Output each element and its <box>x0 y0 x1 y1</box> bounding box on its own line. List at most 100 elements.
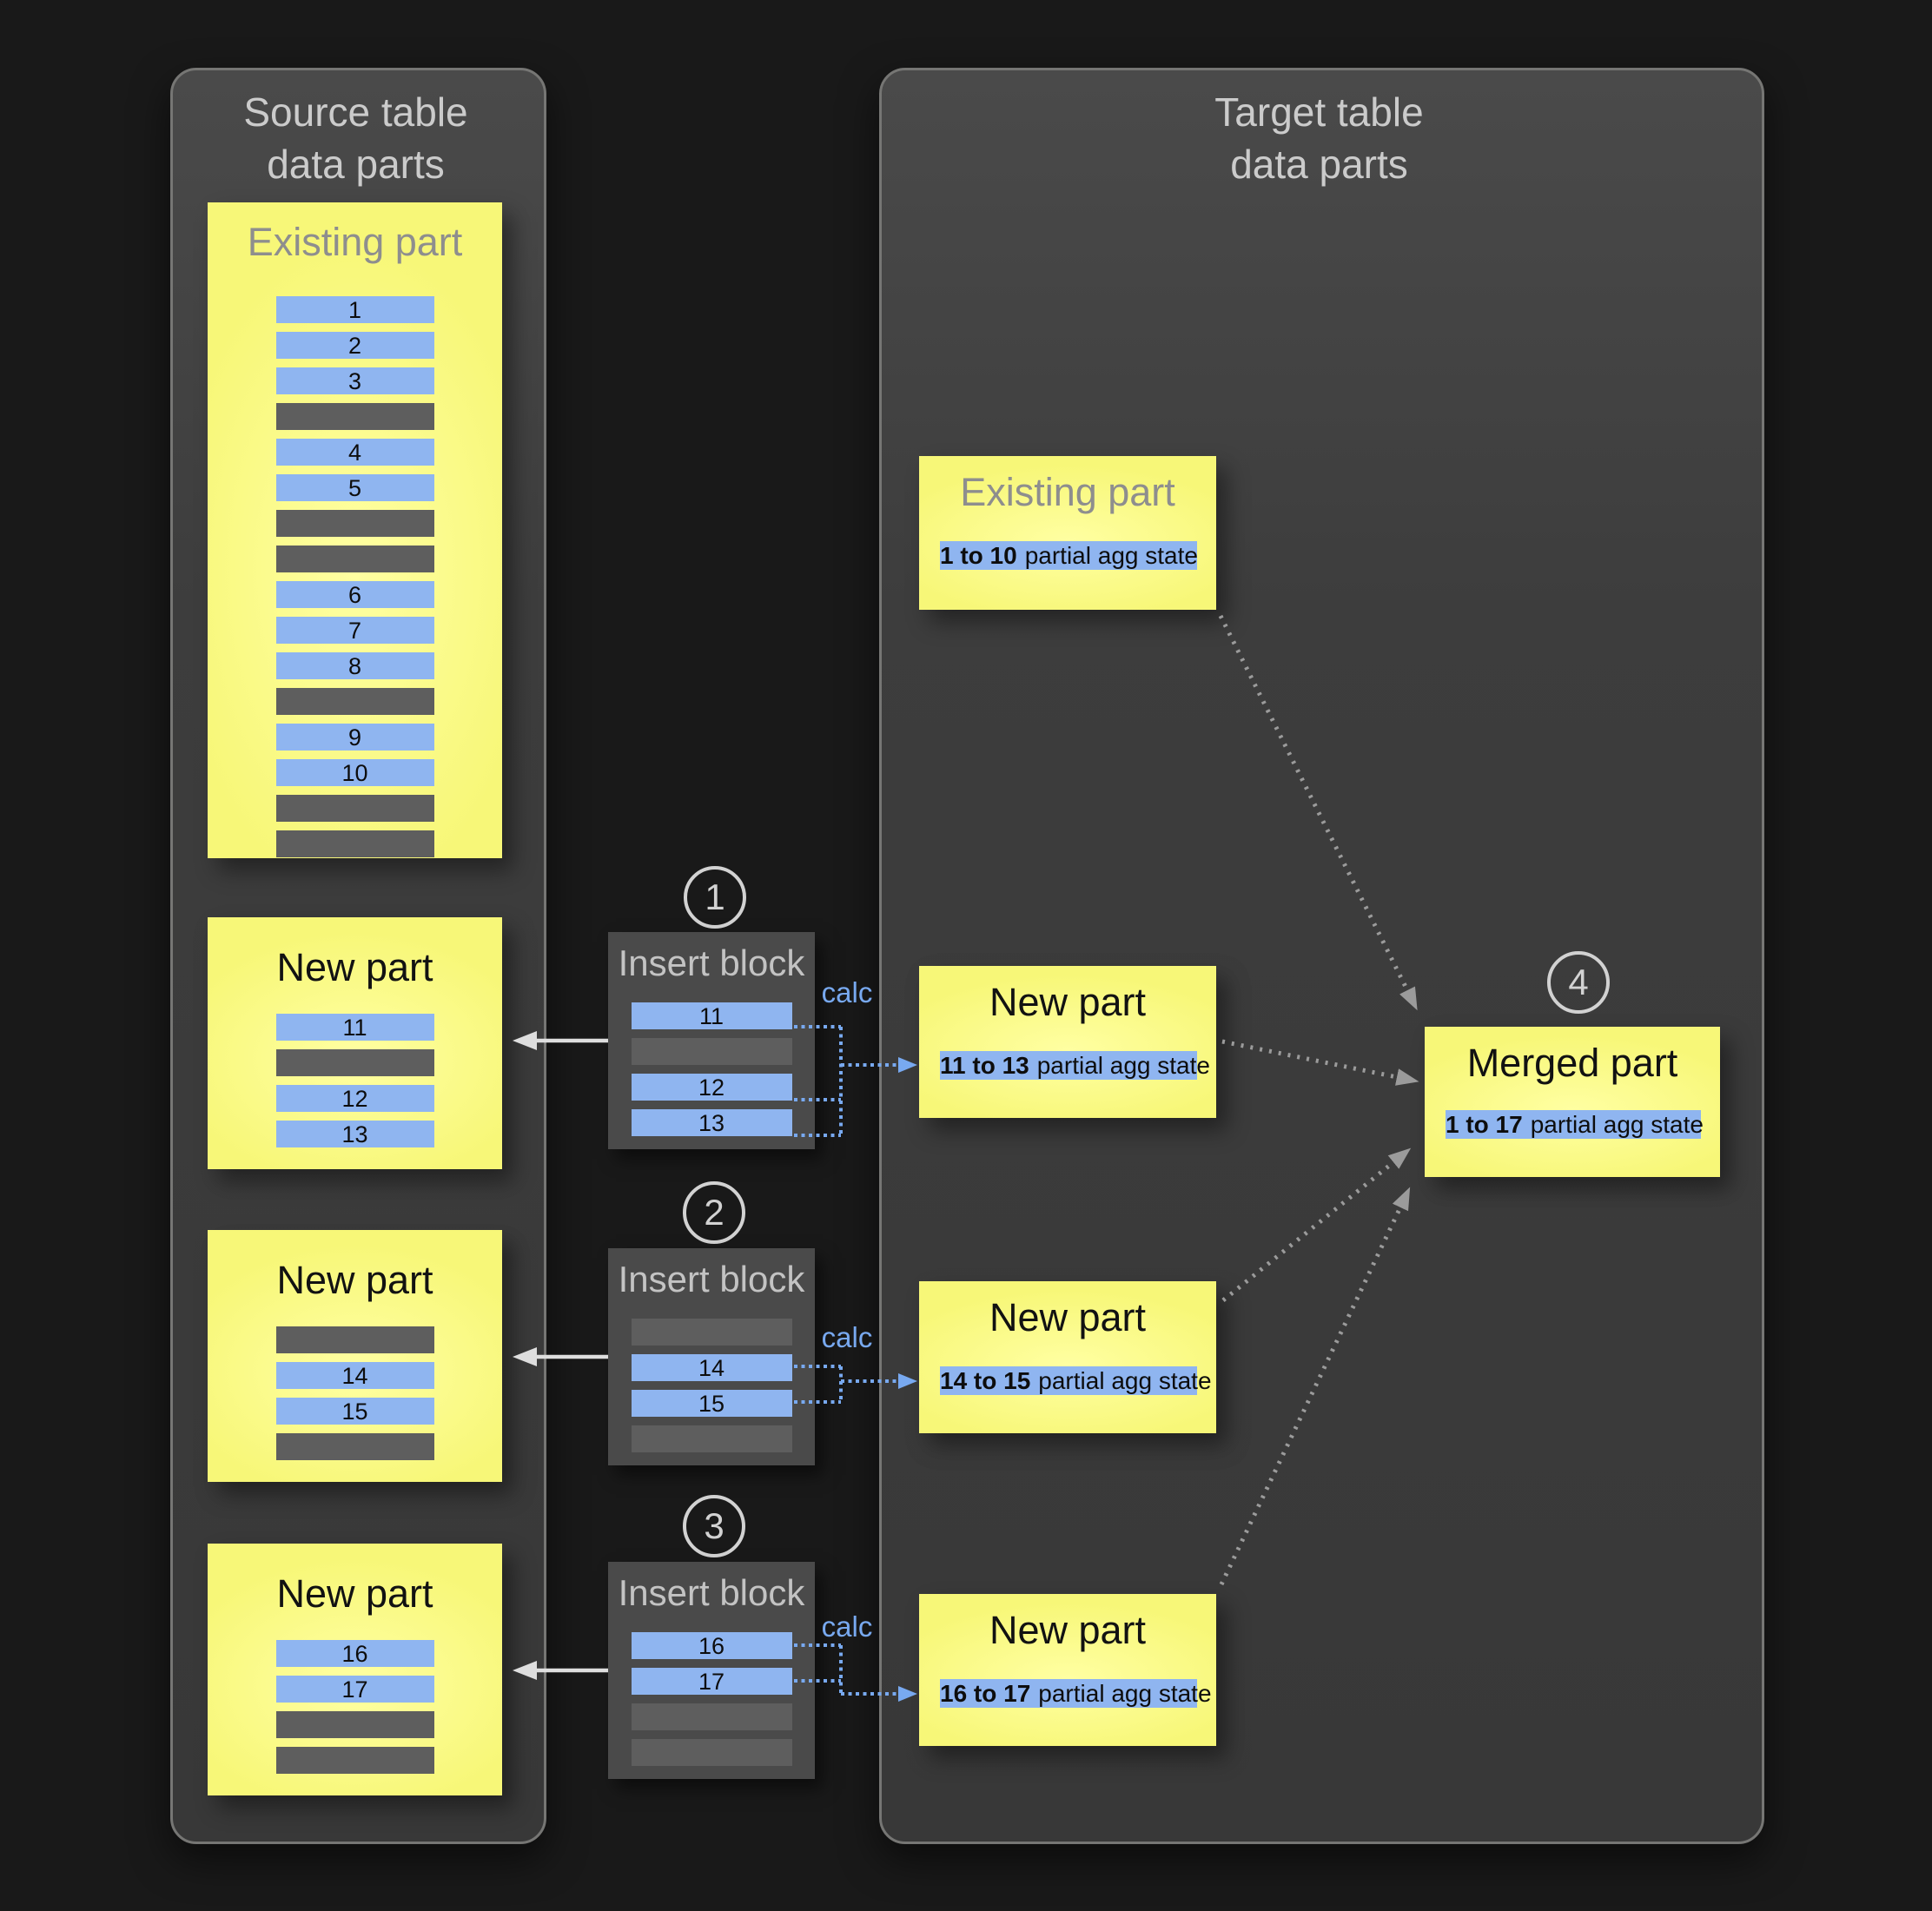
agg-label: partial agg state <box>1024 542 1198 569</box>
data-row: 8 <box>275 652 434 679</box>
source-existing-part-rows: 1 2 3 4 5 6 7 8 9 10 <box>208 296 502 857</box>
data-row: 14 <box>631 1354 792 1381</box>
data-row: 16 <box>631 1632 792 1659</box>
insert-block-2: Insert block 14 15 <box>608 1248 815 1465</box>
source-existing-part-title: Existing part <box>247 220 463 264</box>
target-panel-title: Target table data parts <box>879 87 1759 191</box>
data-row: 11 <box>631 1002 792 1029</box>
data-row: 2 <box>275 332 434 359</box>
insert-block-1-rows: 11 12 13 <box>608 1002 815 1136</box>
agg-state-row: 16 to 17 partial agg state <box>940 1679 1212 1708</box>
data-row: 11 <box>275 1014 434 1041</box>
agg-range: 16 to 17 <box>940 1680 1031 1707</box>
data-row: 1 <box>275 296 434 323</box>
target-new-part-3-title: New part <box>989 1608 1147 1652</box>
source-panel-title: Source table data parts <box>170 87 541 191</box>
insert-block-3-rows: 16 17 <box>608 1632 815 1766</box>
agg-range: 14 to 15 <box>940 1367 1031 1394</box>
step-number-1: 1 <box>705 876 725 917</box>
agg-state-row: 11 to 13 partial agg state <box>940 1051 1210 1080</box>
data-row: 7 <box>275 617 434 644</box>
agg-label: partial agg state <box>1038 1680 1212 1707</box>
step-number-3: 3 <box>704 1505 724 1546</box>
empty-row <box>631 1739 792 1766</box>
empty-row <box>275 795 434 822</box>
target-new-part-1-title: New part <box>989 980 1147 1024</box>
source-new-part-3-rows: 16 17 <box>208 1640 502 1774</box>
target-panel-title-line2: data parts <box>1230 141 1408 187</box>
insert-block-3: Insert block 16 17 <box>608 1562 815 1779</box>
empty-row <box>631 1038 792 1065</box>
data-row: 17 <box>275 1676 434 1703</box>
source-existing-part: Existing part 1 2 3 4 5 6 7 8 9 10 <box>208 202 502 858</box>
step-number-2: 2 <box>704 1192 724 1233</box>
data-row: 9 <box>275 724 434 751</box>
calc-label-3: calc <box>821 1610 873 1643</box>
data-row: 6 <box>275 581 434 608</box>
empty-row <box>275 546 434 572</box>
source-new-part-1: New part 11 12 13 <box>208 917 502 1169</box>
step-circle-1: 1 <box>684 866 746 929</box>
empty-row <box>275 1747 434 1774</box>
agg-range: 1 to 10 <box>940 542 1017 569</box>
data-row: 13 <box>275 1121 434 1147</box>
source-new-part-1-title: New part <box>276 945 433 989</box>
data-row: 5 <box>275 474 434 501</box>
step-circle-4: 4 <box>1547 951 1610 1014</box>
calc-label-2: calc <box>821 1321 873 1353</box>
insert-block-1-title: Insert block <box>618 942 805 983</box>
target-new-part-3: New part 16 to 17 partial agg state <box>919 1594 1216 1746</box>
step-number-4: 4 <box>1568 962 1589 1002</box>
agg-state-row: 1 to 10 partial agg state <box>940 541 1198 570</box>
insert-block-2-title: Insert block <box>618 1259 805 1299</box>
target-merged-part-title: Merged part <box>1466 1041 1678 1085</box>
source-panel-title-line1: Source table <box>243 89 468 135</box>
agg-state-row: 1 to 17 partial agg state <box>1446 1110 1704 1139</box>
source-new-part-3-title: New part <box>276 1571 433 1616</box>
data-row: 12 <box>631 1074 792 1101</box>
target-panel-title-line1: Target table <box>1214 89 1424 135</box>
empty-row <box>275 830 434 857</box>
step-circle-3: 3 <box>683 1495 745 1557</box>
data-row: 12 <box>275 1085 434 1112</box>
insert-block-2-rows: 14 15 <box>608 1319 815 1452</box>
empty-row <box>275 1433 434 1460</box>
target-existing-part-title: Existing part <box>960 470 1175 514</box>
calc-label-1: calc <box>821 976 873 1008</box>
empty-row <box>631 1319 792 1346</box>
source-new-part-2-rows: 14 15 <box>208 1326 502 1460</box>
agg-state-row: 14 to 15 partial agg state <box>940 1366 1212 1395</box>
target-merged-part: Merged part 1 to 17 partial agg state <box>1425 1027 1720 1177</box>
source-new-part-1-rows: 11 12 13 <box>208 1014 502 1147</box>
source-panel-title-line2: data parts <box>267 141 445 187</box>
data-row: 15 <box>275 1398 434 1425</box>
insert-block-3-title: Insert block <box>618 1572 805 1613</box>
data-row: 16 <box>275 1640 434 1667</box>
step-circle-2: 2 <box>683 1181 745 1244</box>
data-row: 15 <box>631 1390 792 1417</box>
empty-row <box>275 1326 434 1353</box>
agg-label: partial agg state <box>1530 1111 1704 1138</box>
empty-row <box>275 1049 434 1076</box>
data-row: 17 <box>631 1668 792 1695</box>
insert-block-1: Insert block 11 12 13 <box>608 932 815 1149</box>
agg-label: partial agg state <box>1038 1367 1212 1394</box>
data-row: 13 <box>631 1109 792 1136</box>
data-row: 10 <box>275 759 434 786</box>
target-new-part-1: New part 11 to 13 partial agg state <box>919 966 1216 1118</box>
data-row: 3 <box>275 367 434 394</box>
source-new-part-2: New part 14 15 <box>208 1230 502 1482</box>
agg-range: 11 to 13 <box>940 1052 1029 1079</box>
data-row: 4 <box>275 439 434 466</box>
data-row: 14 <box>275 1362 434 1389</box>
agg-label: partial agg state <box>1036 1052 1210 1079</box>
agg-range: 1 to 17 <box>1446 1111 1523 1138</box>
empty-row <box>275 688 434 715</box>
empty-row <box>275 510 434 537</box>
target-existing-part: Existing part 1 to 10 partial agg state <box>919 456 1216 610</box>
empty-row <box>275 403 434 430</box>
target-table-panel <box>879 68 1764 1844</box>
empty-row <box>275 1711 434 1738</box>
